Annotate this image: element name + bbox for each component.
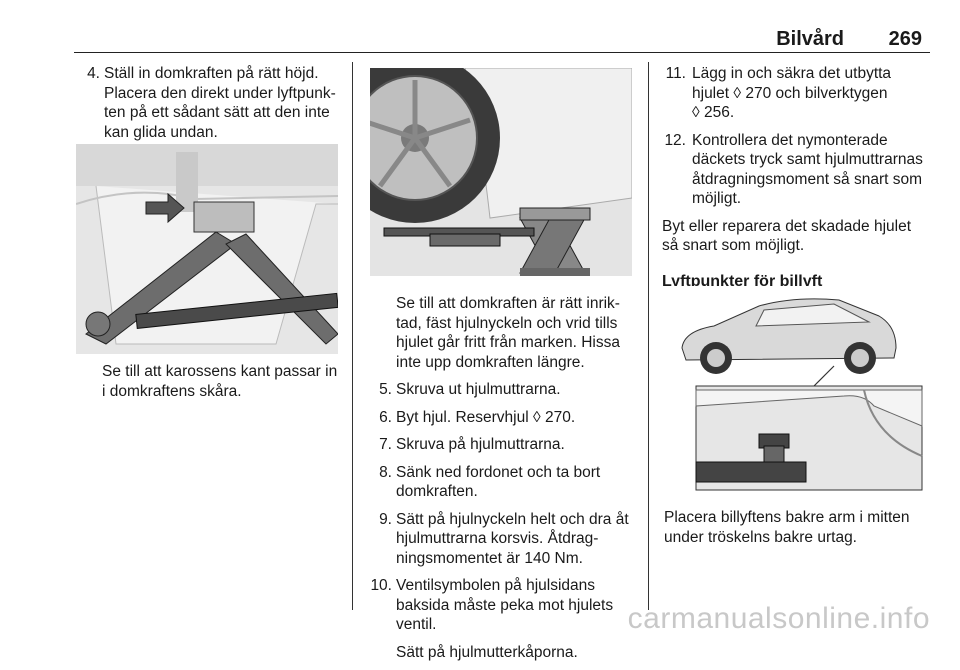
section-heading: Lyftpunkter för billyft xyxy=(662,272,823,290)
page-number: 269 xyxy=(888,28,922,50)
page-reference-link[interactable]: 256. xyxy=(703,104,735,121)
reference-arrow-icon: ◊ xyxy=(733,84,742,102)
column-1: 4. Ställ in domkraften på rätt höjd. Pla… xyxy=(78,64,346,150)
column-divider-2 xyxy=(648,62,649,610)
reference-arrow-icon: ◊ xyxy=(532,408,541,426)
jack-closeup-illustration xyxy=(76,144,338,354)
list-item-step-7: 7. Skruva på hjulmuttrarna. xyxy=(379,436,565,453)
list-item-step-4: 4. Ställ in domkraften på rätt höjd. Pla… xyxy=(87,65,336,141)
intro-paragraph: Se till att domkraften är rätt inrik- ta… xyxy=(396,295,620,371)
list-item-step-8: 8. Sänk ned fordonet och ta bort domkraf… xyxy=(379,463,601,501)
after-step-10-text: Sätt på hjulmutterkåporna. xyxy=(396,643,578,661)
reference-arrow-icon: ◊ xyxy=(692,104,700,121)
watermark-text: carmanualsonline.info xyxy=(627,602,930,635)
figure-caption-3: Placera billyftens bakre arm i mitten un… xyxy=(664,509,910,546)
page-reference-link[interactable]: 270. xyxy=(544,408,576,426)
jack-under-car-illustration xyxy=(370,68,632,276)
page-reference-link[interactable]: 270 och bilverktygen xyxy=(745,84,888,102)
section-title: Bilvård xyxy=(776,28,844,50)
list-item-step-6: 6. Byt hjul. Reservhjul ◊ 270. xyxy=(379,408,576,426)
list-item-step-9: 9. Sätt på hjulnyckeln helt och dra åt h… xyxy=(379,510,629,567)
figure-caption-1: Se till att karossens kant passar in i d… xyxy=(102,363,338,400)
page-header: Bilvård 269 xyxy=(74,24,930,53)
car-lift-point-illustration xyxy=(664,286,926,494)
column-3: 11. Lägg in och säkra det utbytta hjulet… xyxy=(662,64,930,305)
list-item-step-12: 12. Kontrollera det nymonterade däckets … xyxy=(664,131,923,208)
column-divider-1 xyxy=(352,62,353,610)
column-2: Se till att domkraften är rätt inrik- ta… xyxy=(370,294,640,670)
list-item-step-5: 5. Skruva ut hjulmuttrarna. xyxy=(379,381,561,398)
list-item-step-11: 11. Lägg in och säkra det utbytta hjulet… xyxy=(665,65,892,121)
note-paragraph: Byt eller reparera det skadade hjulet så… xyxy=(662,217,912,255)
list-item-step-10: 10. Ventilsymbolen på hjulsidans baksida… xyxy=(370,577,614,633)
